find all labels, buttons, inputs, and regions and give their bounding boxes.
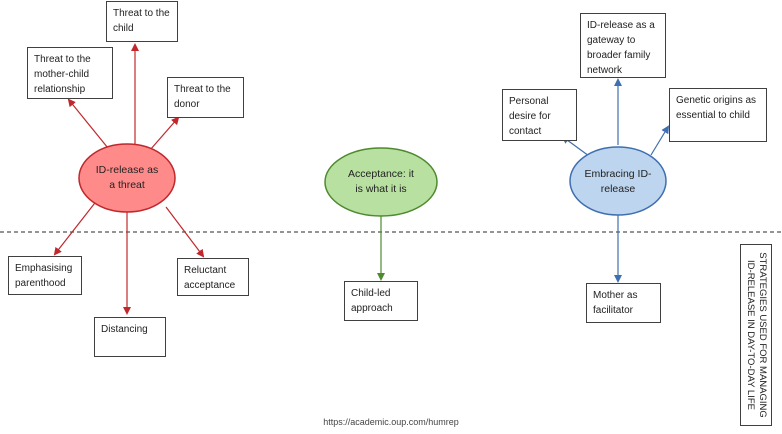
box-threat-mother-child: Threat to the mother-child relationship bbox=[27, 47, 113, 99]
box-facilitator: Mother as facilitator bbox=[586, 283, 661, 323]
box-personal: Personal desire for contact bbox=[502, 89, 577, 141]
node-embracing-label: Embracing ID-release bbox=[584, 168, 652, 195]
box-child-led: Child-led approach bbox=[344, 281, 418, 321]
arrow-genetic bbox=[650, 125, 670, 156]
box-genetic: Genetic origins as essential to child bbox=[669, 88, 767, 142]
box-threat-donor: Threat to the donor bbox=[167, 77, 244, 118]
arrow-threat-donor bbox=[149, 116, 180, 151]
box-distancing: Distancing bbox=[94, 317, 166, 357]
side-label-text: STRATEGIES USED FOR MANAGING ID-RELEASE … bbox=[745, 252, 768, 418]
node-threat-label: ID-release as a threat bbox=[95, 164, 159, 191]
node-acceptance-ellipse bbox=[324, 147, 438, 217]
box-emphasising: Emphasising parenthood bbox=[8, 256, 82, 295]
box-reluctant: Reluctant acceptance bbox=[177, 258, 249, 296]
source-url: https://academic.oup.com/humrep bbox=[323, 417, 459, 427]
node-embracing-ellipse bbox=[569, 146, 667, 216]
box-gateway: ID-release as a gateway to broader famil… bbox=[580, 13, 666, 78]
arrow-emphasising bbox=[53, 198, 99, 256]
node-acceptance-label: Acceptance: it is what it is bbox=[348, 168, 414, 195]
box-threat-child: Threat to the child bbox=[106, 1, 178, 42]
arrow-threat-mother-child bbox=[67, 98, 113, 154]
side-label-box: STRATEGIES USED FOR MANAGING ID-RELEASE … bbox=[740, 244, 772, 426]
node-threat-ellipse bbox=[78, 143, 176, 213]
arrow-reluctant bbox=[165, 206, 205, 258]
threat-arrows bbox=[53, 43, 205, 315]
